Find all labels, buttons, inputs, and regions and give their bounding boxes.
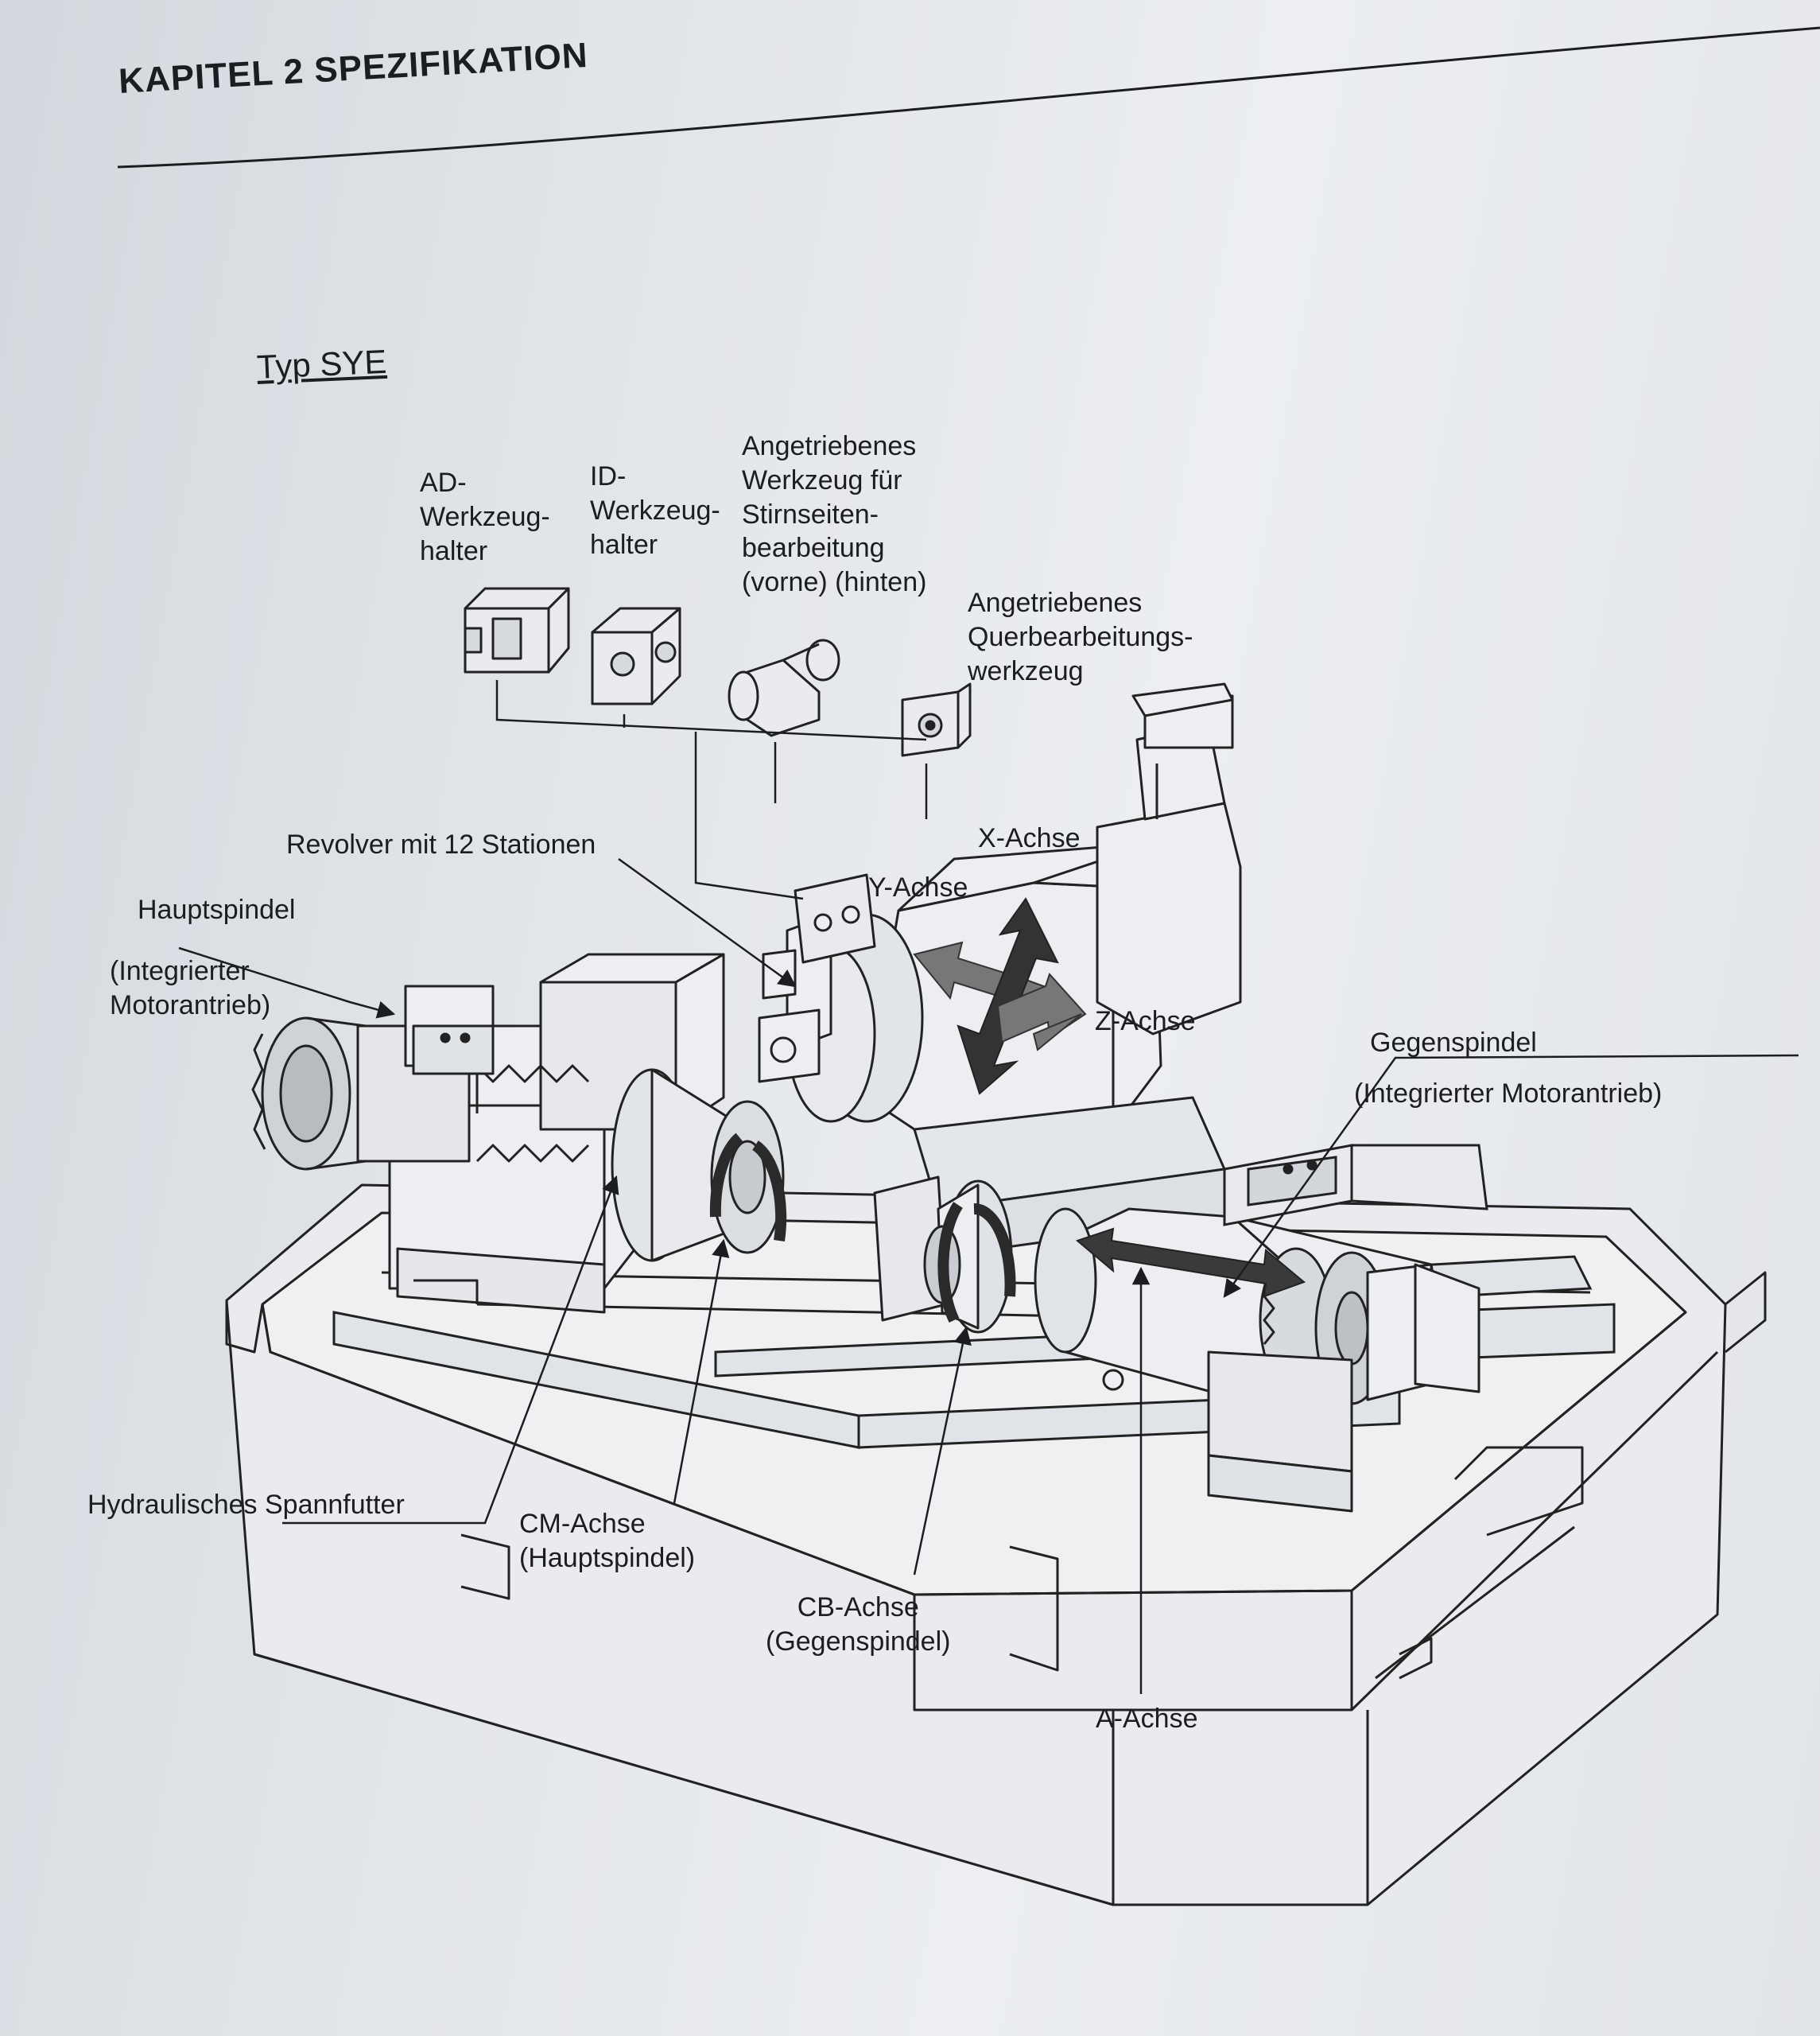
id-tool-holder-label: ID- Werkzeug- halter: [590, 461, 720, 560]
main-spindle-note: (Integrierter Motorantrieb): [110, 956, 271, 1020]
cb-axis-label: CB-Achse (Gegenspindel): [766, 1592, 951, 1657]
main-spindle-label: Hauptspindel: [138, 895, 296, 925]
a-axis-label: A-Achse: [1096, 1704, 1198, 1734]
cb-rotation-arrow: [937, 1202, 1016, 1323]
tool-connector-lines: [495, 680, 928, 900]
hydraulic-chuck-label: Hydraulisches Spannfutter: [87, 1490, 405, 1520]
cross-tool-label: Angetriebenes Querbearbeitungs- werkzeug: [968, 588, 1193, 686]
right-rails: [1223, 1144, 1488, 1226]
x-axis-label: X-Achse: [978, 823, 1081, 853]
face-driven-tool: [728, 639, 840, 737]
cm-axis-label: CM-Achse (Hauptspindel): [519, 1509, 696, 1573]
a-axis-arrow: [1075, 1227, 1306, 1298]
z-axis-label: Z-Achse: [1095, 1006, 1196, 1036]
id-tool-holder: [591, 607, 681, 705]
z-axis-arrow: [996, 973, 1087, 1051]
y-axis-label: Y-Achse: [868, 872, 968, 903]
leader-lines: [178, 857, 1799, 1694]
sub-spindle-note: (Integrierter Motorantrieb): [1354, 1078, 1663, 1109]
cm-rotation-arrow: [709, 1133, 787, 1242]
sub-spindle-label: Gegenspindel: [1370, 1028, 1537, 1058]
turret-label: Revolver mit 12 Stationen: [286, 830, 596, 860]
x-axis-arrow: [957, 897, 1059, 1095]
ad-tool-holder: [464, 587, 570, 674]
ad-tool-holder-label: AD- Werkzeug- halter: [420, 468, 550, 566]
header-rule: [117, 26, 1820, 169]
main-spindle-headstock: [251, 953, 785, 1314]
face-tool-label: Angetriebenes Werkzeug für Stirnseiten- …: [742, 431, 927, 598]
cross-driven-tool: [901, 682, 972, 757]
